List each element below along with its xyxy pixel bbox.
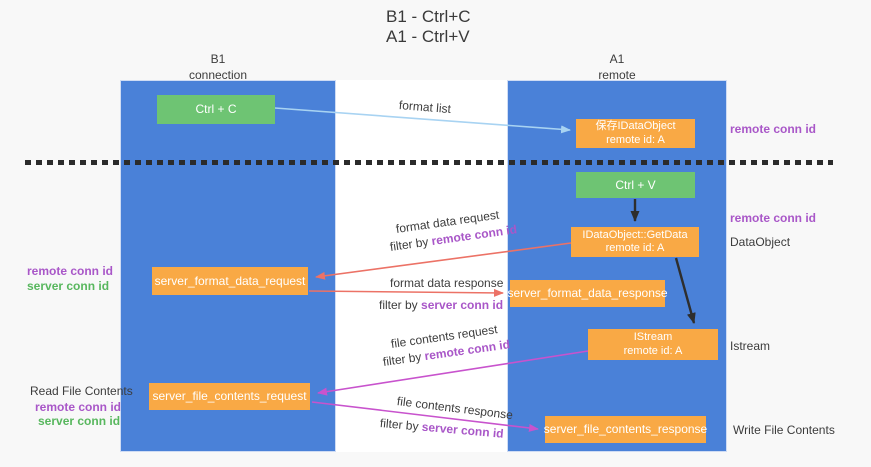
ctrl-c-label: Ctrl + C [195, 102, 237, 117]
getdata-line2: remote id: A [605, 242, 665, 254]
getdata-line1: IDataObject::GetData [582, 228, 688, 241]
node-ctrl-c: Ctrl + C [157, 95, 275, 124]
label-filter-by-server-1: filter by server conn id [379, 298, 503, 312]
right-remote-conn-id-mid: remote conn id [730, 211, 817, 225]
file-request-label: server_file_contents_request [152, 389, 307, 404]
write-file-contents-label: Write File Contents [733, 423, 835, 437]
title-line-2: A1 - Ctrl+V [386, 27, 470, 46]
lane-header-b1: B1 connection [158, 52, 278, 83]
lane-a1-name: A1 [609, 52, 625, 66]
save-idataobject-line1: 保存IDataObject [595, 120, 676, 133]
left-server-conn-id: server conn id [27, 279, 110, 293]
lane-a1-sub: remote [598, 67, 636, 82]
node-save-idataobject: 保存IDataObject remote id: A [576, 119, 695, 148]
left-server-conn-id-2: server conn id [38, 414, 121, 428]
node-server-format-data-request: server_format_data_request [152, 267, 308, 295]
file-response-label: server_file_contents_response [543, 422, 708, 437]
read-file-contents-label: Read File Contents [30, 384, 133, 398]
node-server-file-contents-request: server_file_contents_request [149, 383, 310, 410]
ctrl-v-label: Ctrl + V [615, 177, 656, 192]
istream-line1: IStream [633, 331, 673, 344]
left-remote-conn-id: remote conn id [27, 264, 114, 278]
node-istream: IStream remote id: A [588, 329, 718, 360]
lane-b1-sub: connection [188, 67, 248, 82]
title-line-1: B1 - Ctrl+C [386, 7, 471, 26]
dataobject-label: DataObject [730, 235, 791, 249]
node-ctrl-v: Ctrl + V [576, 172, 695, 198]
filter-by-text: filter by [379, 298, 422, 312]
left-remote-conn-id-2: remote conn id [35, 400, 122, 414]
node-idataobject-getdata: IDataObject::GetData remote id: A [571, 227, 699, 257]
save-idataobject-line2: remote id: A [606, 133, 665, 146]
server-conn-id-text: server conn id [421, 298, 504, 312]
node-server-file-contents-response: server_file_contents_response [543, 416, 708, 443]
istream-line2: remote id: A [623, 344, 683, 357]
copy-paste-separator-line [25, 160, 833, 165]
lane-header-a1: A1 remote [557, 52, 677, 83]
lane-b1-name: B1 [210, 52, 226, 66]
istream-side-label: Istream [730, 339, 771, 353]
right-remote-conn-id-top: remote conn id [730, 122, 817, 136]
format-response-label: server_format_data_response [507, 286, 668, 301]
label-format-data-response: format data response [390, 276, 504, 290]
format-request-label: server_format_data_request [154, 273, 306, 288]
node-server-format-data-response: server_format_data_response [507, 280, 668, 307]
